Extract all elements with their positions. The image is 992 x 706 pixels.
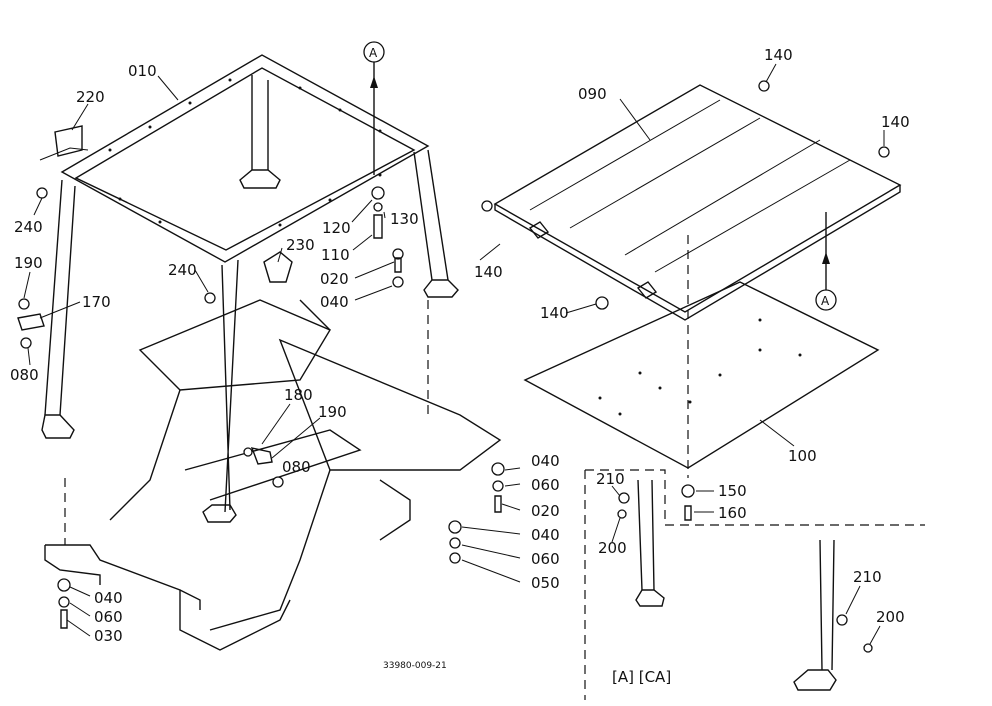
- label-240-left: 240: [14, 218, 43, 236]
- part-labels: 010 220 240 190 170 080 240 230 120 130 …: [10, 46, 910, 686]
- label-190-left: 190: [14, 254, 43, 272]
- label-030: 030: [94, 627, 123, 645]
- variant-inset: [584, 469, 925, 700]
- label-080-left: 080: [10, 366, 39, 384]
- reference-arrow-bottom: A: [815, 212, 837, 311]
- label-140-right: 140: [881, 113, 910, 131]
- drawing-number: 33980-009-21: [383, 661, 447, 671]
- leader-lines: [23, 63, 885, 645]
- label-020-right: 020: [531, 502, 560, 520]
- variant-caption: [A] [CA]: [612, 668, 671, 686]
- label-200-inset: 200: [598, 539, 627, 557]
- fender-body: [44, 299, 502, 651]
- label-040-bottom: 040: [94, 589, 123, 607]
- label-210-right: 210: [853, 568, 882, 586]
- label-140-mid: 140: [474, 263, 503, 281]
- roof-liner: [523, 235, 880, 521]
- label-200-right: 200: [876, 608, 905, 626]
- label-040-right-2: 040: [531, 526, 560, 544]
- hardware-stacks: [57, 186, 505, 629]
- label-190-center: 190: [318, 403, 347, 421]
- label-230: 230: [286, 236, 315, 254]
- label-120: 120: [322, 219, 351, 237]
- label-060-right-1: 060: [531, 476, 560, 494]
- roof-panel: [479, 80, 902, 321]
- label-020-top: 020: [320, 270, 349, 288]
- label-060-bottom: 060: [94, 608, 123, 626]
- label-110: 110: [321, 246, 350, 264]
- label-180: 180: [284, 386, 313, 404]
- label-140-top: 140: [764, 46, 793, 64]
- label-160: 160: [718, 504, 747, 522]
- reference-marker-top: A: [369, 46, 378, 60]
- label-210-inset: 210: [596, 470, 625, 488]
- reference-marker-bottom: A: [821, 294, 830, 308]
- label-080-center: 080: [282, 458, 311, 476]
- reference-arrow-top: A: [363, 41, 385, 175]
- label-060-right-2: 060: [531, 550, 560, 568]
- label-040-right-1: 040: [531, 452, 560, 470]
- label-170: 170: [82, 293, 111, 311]
- label-040-top: 040: [320, 293, 349, 311]
- label-100: 100: [788, 447, 817, 465]
- label-220: 220: [76, 88, 105, 106]
- label-150: 150: [718, 482, 747, 500]
- label-240-center: 240: [168, 261, 197, 279]
- rops-frame: [17, 54, 459, 523]
- label-130: 130: [390, 210, 419, 228]
- label-050: 050: [531, 574, 560, 592]
- label-140-bottom: 140: [540, 304, 569, 322]
- label-090: 090: [578, 85, 607, 103]
- label-010: 010: [128, 62, 157, 80]
